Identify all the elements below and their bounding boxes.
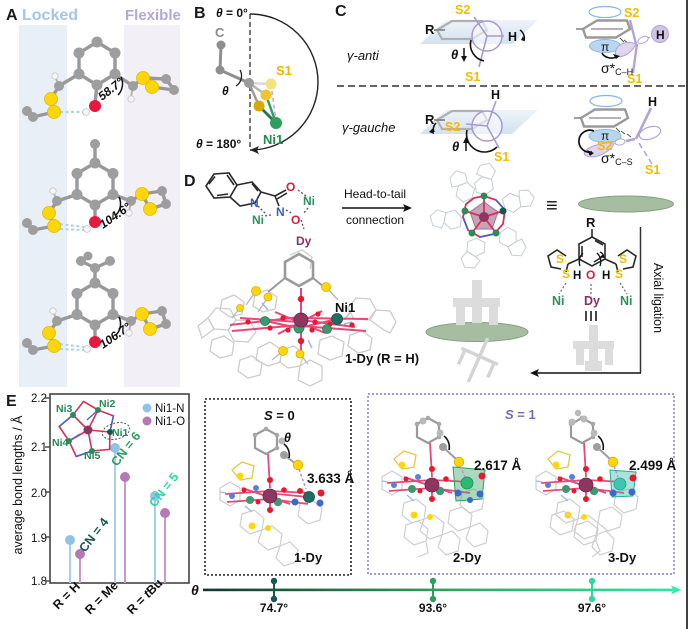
- svg-text:93.6°: 93.6°: [419, 601, 447, 615]
- svg-text:H: H: [602, 270, 610, 282]
- svg-text:θ: θ: [451, 47, 458, 62]
- svg-text:Ni: Ni: [620, 294, 633, 308]
- svg-text:Ni: Ni: [552, 294, 565, 308]
- svg-text:S: S: [615, 267, 623, 281]
- svg-text:Ni: Ni: [252, 213, 264, 227]
- svg-text:Head-to-tail: Head-to-tail: [344, 187, 406, 201]
- svg-text:S1: S1: [276, 63, 292, 78]
- svg-text:S: S: [556, 252, 564, 266]
- svg-text:97.6°: 97.6°: [578, 601, 606, 615]
- svg-text:H: H: [508, 30, 517, 44]
- svg-text:1.8: 1.8: [31, 576, 47, 588]
- svg-text:O: O: [286, 180, 295, 194]
- svg-text:Ni1-O: Ni1-O: [155, 416, 185, 428]
- svg-text:Dy: Dy: [296, 234, 312, 248]
- svg-text:Dy: Dy: [584, 294, 600, 308]
- svg-text:2.617 Å: 2.617 Å: [474, 458, 522, 473]
- svg-text:D: D: [184, 173, 196, 190]
- svg-text:3-Dy: 3-Dy: [608, 550, 637, 565]
- svg-text:S2: S2: [597, 139, 612, 153]
- svg-text:θ: θ: [191, 582, 199, 598]
- svg-text:Ni4: Ni4: [52, 437, 69, 449]
- svg-text:θ: θ: [222, 84, 229, 98]
- svg-text:θ = 180°: θ = 180°: [196, 137, 241, 151]
- svg-text:O: O: [291, 213, 300, 227]
- svg-text:74.7°: 74.7°: [260, 601, 288, 615]
- svg-text:connection: connection: [346, 213, 404, 227]
- svg-text:Ni1: Ni1: [112, 427, 129, 439]
- svg-text:S1: S1: [627, 72, 642, 86]
- svg-text:Ni5: Ni5: [84, 450, 101, 462]
- svg-text:N: N: [250, 196, 259, 210]
- svg-text:θ = 0°: θ = 0°: [216, 6, 248, 20]
- svg-text:S = 0: S = 0: [264, 408, 295, 423]
- svg-text:2.499 Å: 2.499 Å: [629, 458, 677, 473]
- svg-text:C: C: [335, 3, 347, 20]
- svg-text:π: π: [601, 129, 609, 143]
- svg-text:Ni1: Ni1: [263, 132, 283, 147]
- svg-text:S: S: [619, 252, 627, 266]
- svg-text:π: π: [601, 40, 609, 54]
- svg-text:Ni: Ni: [303, 194, 315, 208]
- svg-text:Ni2: Ni2: [99, 398, 116, 410]
- svg-text:S: S: [562, 267, 570, 281]
- svg-text:2.2: 2.2: [31, 393, 47, 405]
- svg-text:average bond lengths / Å: average bond lengths / Å: [10, 415, 25, 555]
- svg-text:Flexible: Flexible: [125, 7, 181, 24]
- svg-text:γ-anti: γ-anti: [347, 48, 380, 63]
- svg-text:R: R: [586, 215, 596, 230]
- svg-text:E: E: [6, 393, 17, 410]
- svg-text:S1: S1: [645, 163, 660, 177]
- svg-text:H: H: [656, 28, 665, 42]
- svg-text:R: R: [425, 22, 435, 37]
- svg-text:O: O: [586, 268, 595, 282]
- svg-text:1-Dy (R = H): 1-Dy (R = H): [345, 351, 419, 366]
- svg-text:Axial ligation: Axial ligation: [651, 263, 665, 333]
- svg-text:A: A: [6, 7, 18, 24]
- svg-text:2.0: 2.0: [31, 488, 47, 500]
- svg-text:H: H: [648, 95, 657, 109]
- svg-text:H: H: [573, 270, 581, 282]
- svg-text:2-Dy: 2-Dy: [453, 550, 482, 565]
- svg-text:S = 1: S = 1: [505, 407, 536, 422]
- svg-text:1.9: 1.9: [31, 533, 47, 545]
- svg-text:S1: S1: [465, 70, 480, 84]
- svg-text:S1: S1: [494, 150, 509, 164]
- svg-text:H: H: [491, 88, 500, 102]
- svg-text:≡: ≡: [546, 195, 558, 217]
- svg-text:1-Dy: 1-Dy: [294, 550, 323, 565]
- svg-text:Ni1-N: Ni1-N: [155, 403, 184, 415]
- svg-text:S2: S2: [455, 3, 470, 17]
- svg-text:C: C: [215, 25, 225, 40]
- svg-text:θ: θ: [284, 431, 291, 445]
- svg-text:S2: S2: [445, 120, 460, 134]
- svg-text:θ: θ: [452, 139, 459, 154]
- svg-text:N: N: [276, 205, 285, 219]
- svg-text:Ni3: Ni3: [56, 403, 73, 415]
- svg-text:γ-gauche: γ-gauche: [342, 120, 395, 135]
- svg-text:R: R: [425, 112, 435, 127]
- svg-text:B: B: [194, 5, 206, 22]
- svg-text:2.1: 2.1: [31, 442, 47, 454]
- svg-text:3.633 Å: 3.633 Å: [307, 471, 355, 486]
- svg-text:Locked: Locked: [22, 7, 78, 24]
- svg-text:S2: S2: [624, 6, 639, 20]
- svg-text:Ni1: Ni1: [335, 300, 355, 315]
